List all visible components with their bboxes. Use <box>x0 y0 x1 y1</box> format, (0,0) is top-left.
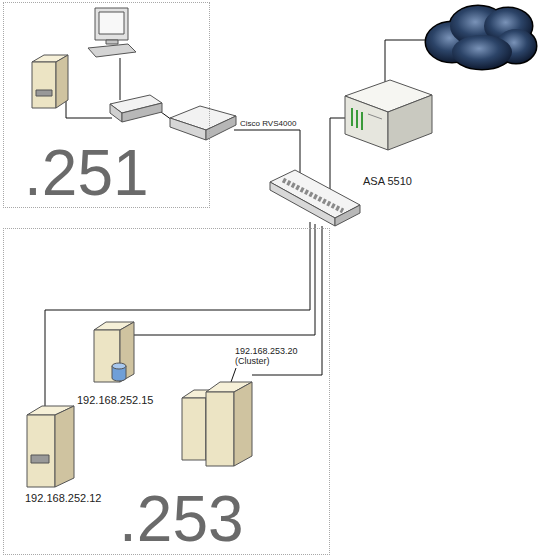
server-node: 192.168.252.15 <box>75 320 160 410</box>
server-node: 192.168.252.12 <box>22 403 107 508</box>
router-node: Cisco RVS4000 <box>168 104 300 144</box>
database-server-icon <box>94 322 134 382</box>
device-face <box>170 118 206 140</box>
monitor <box>95 8 128 40</box>
device-face <box>206 392 234 466</box>
cloud-part <box>452 35 512 69</box>
wire <box>120 58 121 100</box>
subnet-label: .253 <box>119 487 244 551</box>
wire <box>234 130 300 176</box>
device-face <box>388 95 432 150</box>
subnet-region: .253 192.168.252.15 192.168.253.20 (Cluste… <box>3 228 330 555</box>
monitor-stand <box>106 40 118 44</box>
ip-label: 192.168.252.12 <box>25 492 101 504</box>
database-cylinder <box>112 363 126 369</box>
device-face <box>122 103 162 122</box>
switch-icon <box>270 170 360 226</box>
device-face <box>182 398 206 460</box>
drive-slot <box>31 455 49 463</box>
panel-line <box>368 114 382 119</box>
device-face <box>32 62 56 108</box>
switch-ports <box>283 180 343 211</box>
internet-cloud <box>426 6 536 69</box>
device-face <box>206 116 236 140</box>
firewall-node: ASA 5510 <box>340 78 435 193</box>
subnet-label: .251 <box>24 141 149 205</box>
wire <box>66 100 112 118</box>
device-face <box>234 382 252 466</box>
device-label: ASA 5510 <box>363 175 412 187</box>
device-face <box>345 96 388 150</box>
cluster-node: 192.168.253.20 (Cluster) <box>178 345 303 473</box>
server-icon <box>27 406 74 487</box>
panel-line <box>351 108 353 126</box>
wire <box>134 224 315 335</box>
panel-line <box>361 112 363 130</box>
device-label: Cisco RVS4000 <box>240 120 296 129</box>
firewall-icon <box>345 80 432 150</box>
device-face <box>55 406 74 487</box>
ip-label: 192.168.252.15 <box>77 394 153 406</box>
subnet-region: .251 <box>3 2 210 208</box>
keyboard <box>88 44 136 57</box>
workstation-icon <box>88 8 136 57</box>
panel-line <box>356 110 358 128</box>
cluster-icon <box>182 382 252 466</box>
server-icon <box>32 55 68 108</box>
wire <box>385 40 428 84</box>
cloud-part <box>452 35 512 69</box>
device-face <box>27 415 55 487</box>
hub-icon <box>110 95 162 122</box>
wire <box>45 222 310 408</box>
screen <box>99 12 124 34</box>
ip-label: 192.168.253.20 (Cluster) <box>235 347 305 367</box>
drive-slot <box>36 90 52 96</box>
device-face <box>110 104 122 122</box>
device-face <box>56 55 68 108</box>
router-icon <box>170 106 236 140</box>
